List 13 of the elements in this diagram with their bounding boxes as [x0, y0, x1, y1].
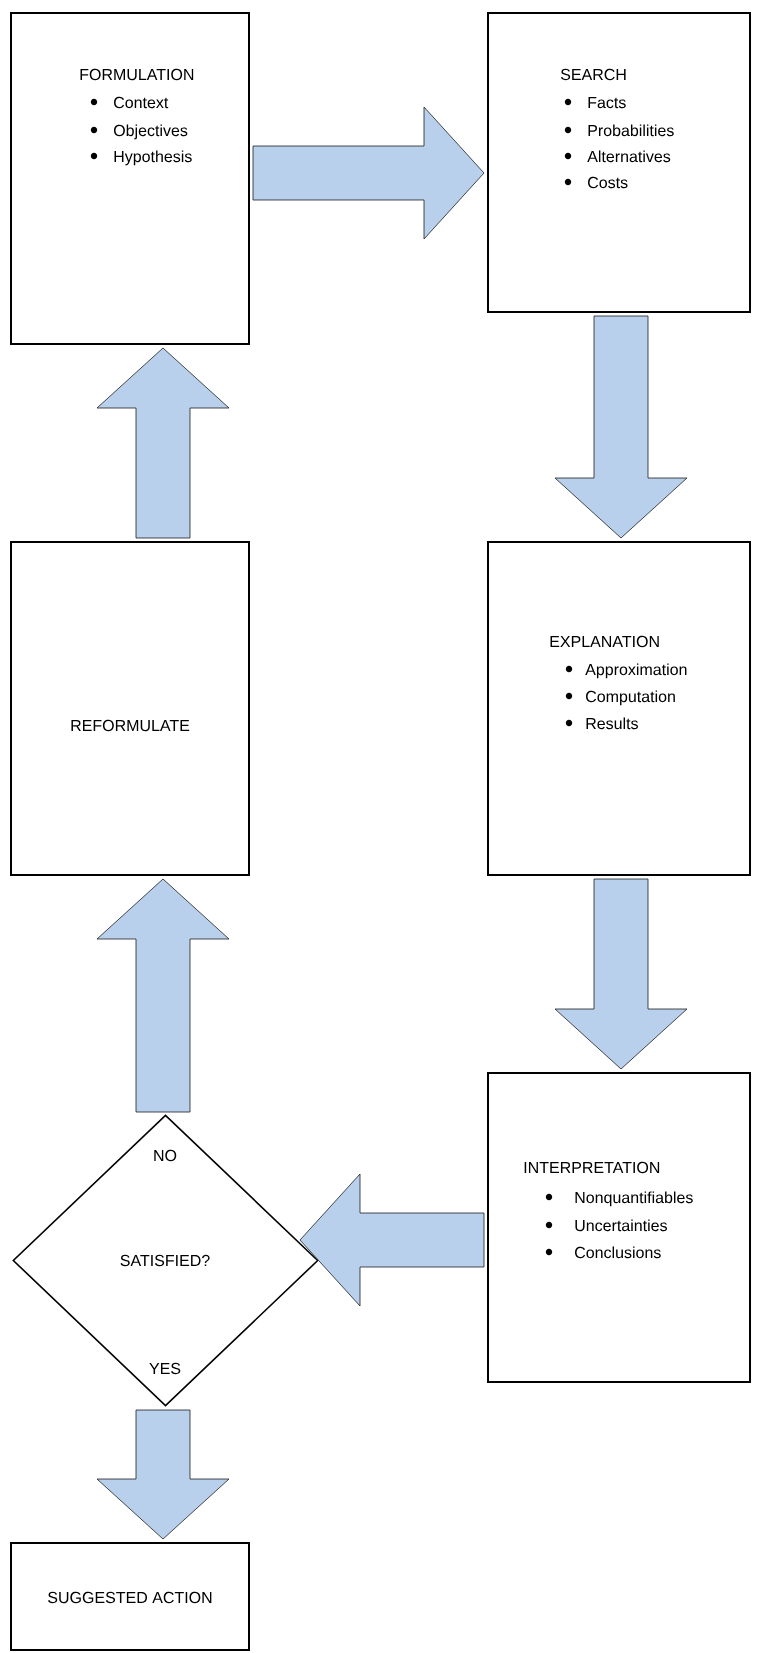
block-arrow — [554, 878, 688, 1070]
block-arrow — [96, 878, 230, 1113]
block-arrow — [554, 315, 688, 539]
process-box: INTERPRETATION Nonquantifiables Uncertainties Conclusions — [487, 1072, 751, 1383]
process-box: SUGGESTED ACTION — [10, 1542, 250, 1651]
process-box: EXPLANATION Approximation Computation Results — [487, 541, 751, 876]
process-box: REFORMULATE — [10, 541, 250, 876]
block-arrow — [96, 1409, 230, 1540]
process-box: SEARCH Facts Probabilities Alternatives Costs — [487, 12, 751, 313]
block-arrow — [252, 106, 485, 240]
block-arrow — [299, 1173, 485, 1307]
process-box: FORMULATION Context Objectives Hypothesis — [10, 12, 250, 345]
block-arrow — [96, 347, 230, 539]
